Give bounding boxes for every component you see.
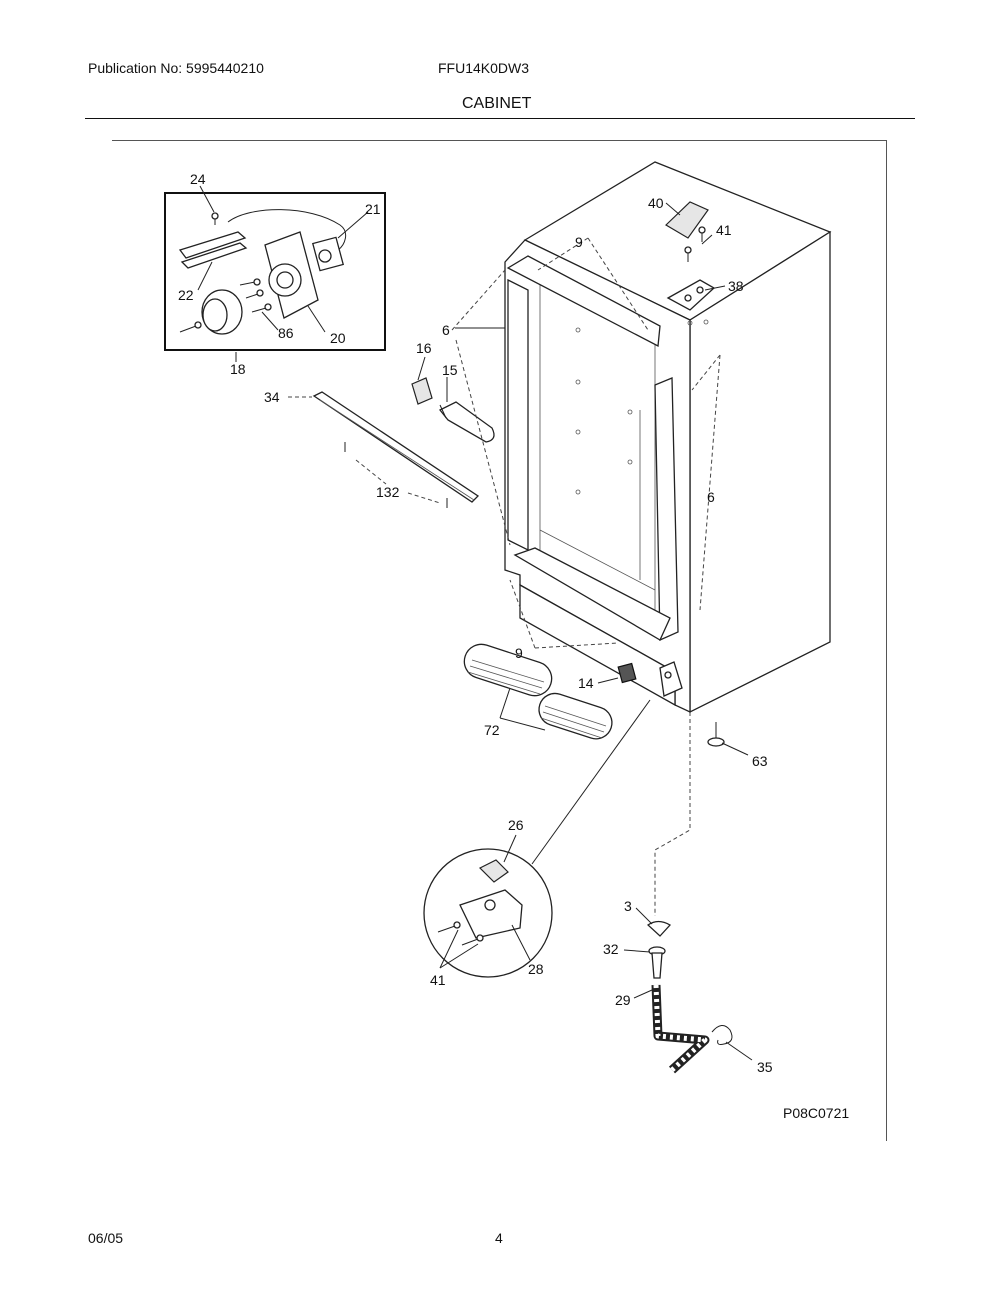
publication-number: Publication No: 5995440210: [88, 60, 264, 76]
footer-date: 06/05: [88, 1230, 124, 1246]
light-bulb-icon: [438, 401, 495, 443]
callout-24: 24: [190, 171, 206, 187]
leaders: [417, 202, 753, 1061]
leveling-leg-icon: [707, 722, 725, 747]
switch-icon: [617, 662, 637, 684]
callout-22: 22: [178, 287, 194, 303]
vent-grille-icon: [463, 643, 553, 697]
callout-63: 63: [752, 753, 768, 769]
callout-18: 18: [230, 361, 246, 377]
callout-41-bottom: 41: [430, 972, 446, 988]
hinge-detail-circle: [423, 848, 553, 978]
screw-icon: [344, 442, 448, 508]
section-title: CABINET: [462, 95, 532, 112]
header-rule: [85, 118, 915, 119]
dashed-leaders: [288, 237, 721, 916]
callout-32: 32: [603, 941, 619, 957]
vent-grille-icon: [538, 692, 613, 740]
callout-15: 15: [442, 362, 458, 378]
callout-28: 28: [528, 961, 544, 977]
callout-14: 14: [578, 675, 594, 691]
callout-20: 20: [330, 330, 346, 346]
callout-29: 29: [615, 992, 631, 1008]
figure-code: P08C0721: [783, 1105, 849, 1121]
screw-icon: [211, 212, 219, 225]
trim-strip-icon: [312, 391, 480, 503]
top-hinge-screws-icon: [684, 226, 706, 262]
callout-34: 34: [264, 389, 280, 405]
callout-6-right: 6: [707, 489, 715, 505]
clip-icon: [711, 1025, 733, 1045]
callout-38: 38: [728, 278, 744, 294]
callout-41-top: 41: [716, 222, 732, 238]
cap-icon: [646, 920, 672, 937]
screws-icon: [179, 278, 272, 333]
callout-132: 132: [376, 484, 400, 500]
callout-72: 72: [484, 722, 500, 738]
callout-26: 26: [508, 817, 524, 833]
callout-86: 86: [278, 325, 294, 341]
callout-3: 3: [624, 898, 632, 914]
callout-16: 16: [416, 340, 432, 356]
callout-9-bottom: 9: [515, 645, 523, 661]
callout-9-top: 9: [575, 234, 583, 250]
model-number: FFU14K0DW3: [438, 60, 530, 76]
inset-box: [164, 185, 386, 362]
callout-6-left: 6: [442, 322, 450, 338]
callout-40: 40: [648, 195, 664, 211]
damper-motor-icon: [201, 289, 243, 335]
plug-icon: [648, 946, 666, 979]
callout-21: 21: [365, 201, 381, 217]
page-number: 4: [495, 1230, 503, 1246]
callout-35: 35: [757, 1059, 773, 1075]
diagram-frame: [112, 140, 887, 1141]
cabinet-body: [504, 161, 832, 714]
bracket-icon: [178, 231, 248, 269]
light-socket-icon: [411, 377, 433, 405]
lower-hinge-bracket-icon: [659, 661, 683, 697]
mounting-plate-icon: [264, 231, 319, 319]
control-unit-icon: [311, 236, 345, 272]
drain-tube-icon: [651, 984, 710, 1074]
top-hinge-cover-icon: [665, 201, 709, 239]
